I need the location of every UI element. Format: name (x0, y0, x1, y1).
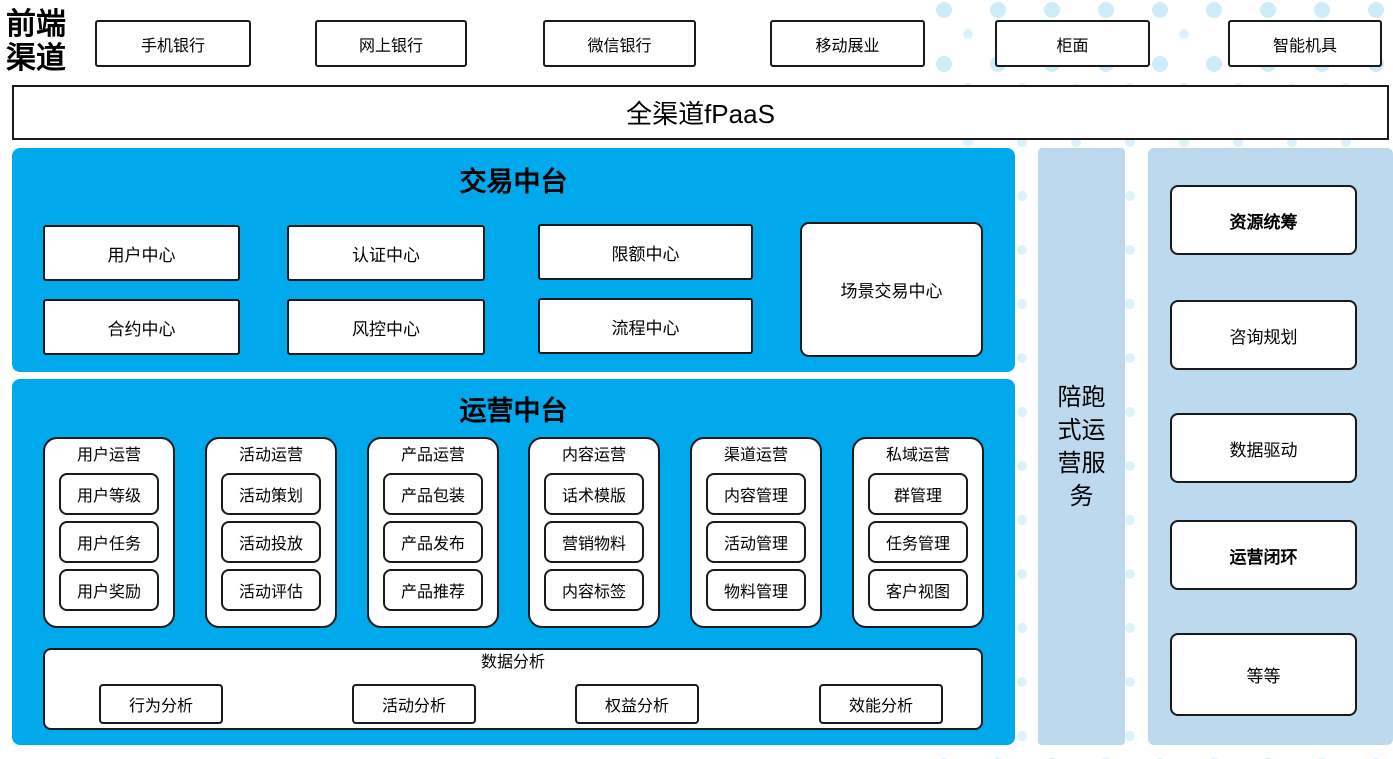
operation-column-activity: 活动运营 活动策划 活动投放 活动评估 (205, 437, 337, 628)
fpaas-bar: 全渠道fPaaS (12, 85, 1389, 140)
analysis-item-activity: 活动分析 (352, 684, 476, 724)
operation-item: 用户任务 (59, 521, 159, 563)
service-panel: 资源统筹 咨询规划 数据驱动 运营闭环 等等 (1148, 148, 1393, 745)
data-analysis-panel: 数据分析 行为分析 活动分析 权益分析 效能分析 (43, 648, 983, 730)
front-channel-label-line2: 渠道 (6, 42, 66, 75)
channel-box-online-banking: 网上银行 (315, 20, 467, 67)
operation-column-title: 用户运营 (76, 447, 141, 464)
operation-column-title: 私域运营 (885, 447, 950, 464)
operation-item: 营销物料 (544, 521, 644, 563)
operation-item: 话术模版 (544, 473, 644, 515)
center-box-contract: 合约中心 (43, 299, 240, 355)
service-item-consulting-planning: 咨询规划 (1170, 300, 1357, 370)
center-box-process: 流程中心 (538, 298, 753, 354)
center-box-user: 用户中心 (43, 225, 240, 281)
center-box-auth: 认证中心 (287, 225, 485, 281)
accompany-service-bar: 陪跑式运营服务 (1038, 148, 1125, 745)
data-analysis-title: 数据分析 (480, 654, 545, 671)
service-item-operation-loop: 运营闭环 (1170, 520, 1357, 590)
operation-column-product: 产品运营 产品包装 产品发布 产品推荐 (367, 437, 499, 628)
operation-item: 群管理 (868, 473, 968, 515)
operation-item: 用户奖励 (59, 569, 159, 611)
service-item-resource-coordination: 资源统筹 (1170, 185, 1357, 255)
channel-box-mobile-banking: 手机银行 (95, 20, 251, 67)
operation-item: 产品包装 (383, 473, 483, 515)
analysis-item-efficiency: 效能分析 (819, 684, 943, 724)
operation-platform-title: 运营中台 (459, 396, 568, 426)
channel-box-wechat-banking: 微信银行 (543, 20, 696, 67)
accompany-service-label: 陪跑式运营服务 (1057, 383, 1106, 510)
operation-item: 内容管理 (706, 473, 806, 515)
operation-column-channel: 渠道运营 内容管理 活动管理 物料管理 (690, 437, 822, 628)
operation-item: 客户视图 (868, 569, 968, 611)
analysis-item-behavior: 行为分析 (99, 684, 223, 724)
operation-column-user: 用户运营 用户等级 用户任务 用户奖励 (43, 437, 175, 628)
center-box-risk: 风控中心 (287, 299, 485, 355)
center-box-limit: 限额中心 (538, 224, 753, 280)
operation-item: 产品推荐 (383, 569, 483, 611)
operation-item: 活动管理 (706, 521, 806, 563)
transaction-platform-title: 交易中台 (459, 167, 568, 197)
service-item-etc: 等等 (1170, 633, 1357, 716)
operation-item: 活动策划 (221, 473, 321, 515)
operation-item: 用户等级 (59, 473, 159, 515)
operation-column-content: 内容运营 话术模版 营销物料 内容标签 (528, 437, 660, 628)
operation-column-title: 渠道运营 (723, 447, 788, 464)
operation-platform-panel: 运营中台 用户运营 用户等级 用户任务 用户奖励 活动运营 活动策划 活动投放 … (12, 379, 1015, 745)
service-item-data-driven: 数据驱动 (1170, 413, 1357, 483)
fpaas-bar-label: 全渠道fPaaS (626, 99, 775, 129)
operation-item: 物料管理 (706, 569, 806, 611)
operation-column-title: 内容运营 (561, 447, 626, 464)
channel-box-mobile-sales: 移动展业 (770, 20, 925, 67)
operation-column-title: 产品运营 (400, 447, 465, 464)
operation-column-private-domain: 私域运营 群管理 任务管理 客户视图 (852, 437, 984, 628)
center-box-scene-transaction: 场景交易中心 (800, 222, 983, 357)
operation-column-title: 活动运营 (238, 447, 303, 464)
operation-item: 产品发布 (383, 521, 483, 563)
operation-item: 内容标签 (544, 569, 644, 611)
front-channel-label: 前端 渠道 (6, 8, 92, 76)
operation-item: 活动投放 (221, 521, 321, 563)
analysis-item-rights: 权益分析 (575, 684, 699, 724)
transaction-platform-panel: 交易中台 用户中心 认证中心 限额中心 合约中心 风控中心 流程中心 场景交易中… (12, 148, 1015, 372)
operation-item: 任务管理 (868, 521, 968, 563)
channel-box-smart-devices: 智能机具 (1228, 20, 1382, 67)
operation-item: 活动评估 (221, 569, 321, 611)
channel-box-counter: 柜面 (995, 20, 1150, 67)
front-channel-label-line1: 前端 (6, 8, 66, 41)
